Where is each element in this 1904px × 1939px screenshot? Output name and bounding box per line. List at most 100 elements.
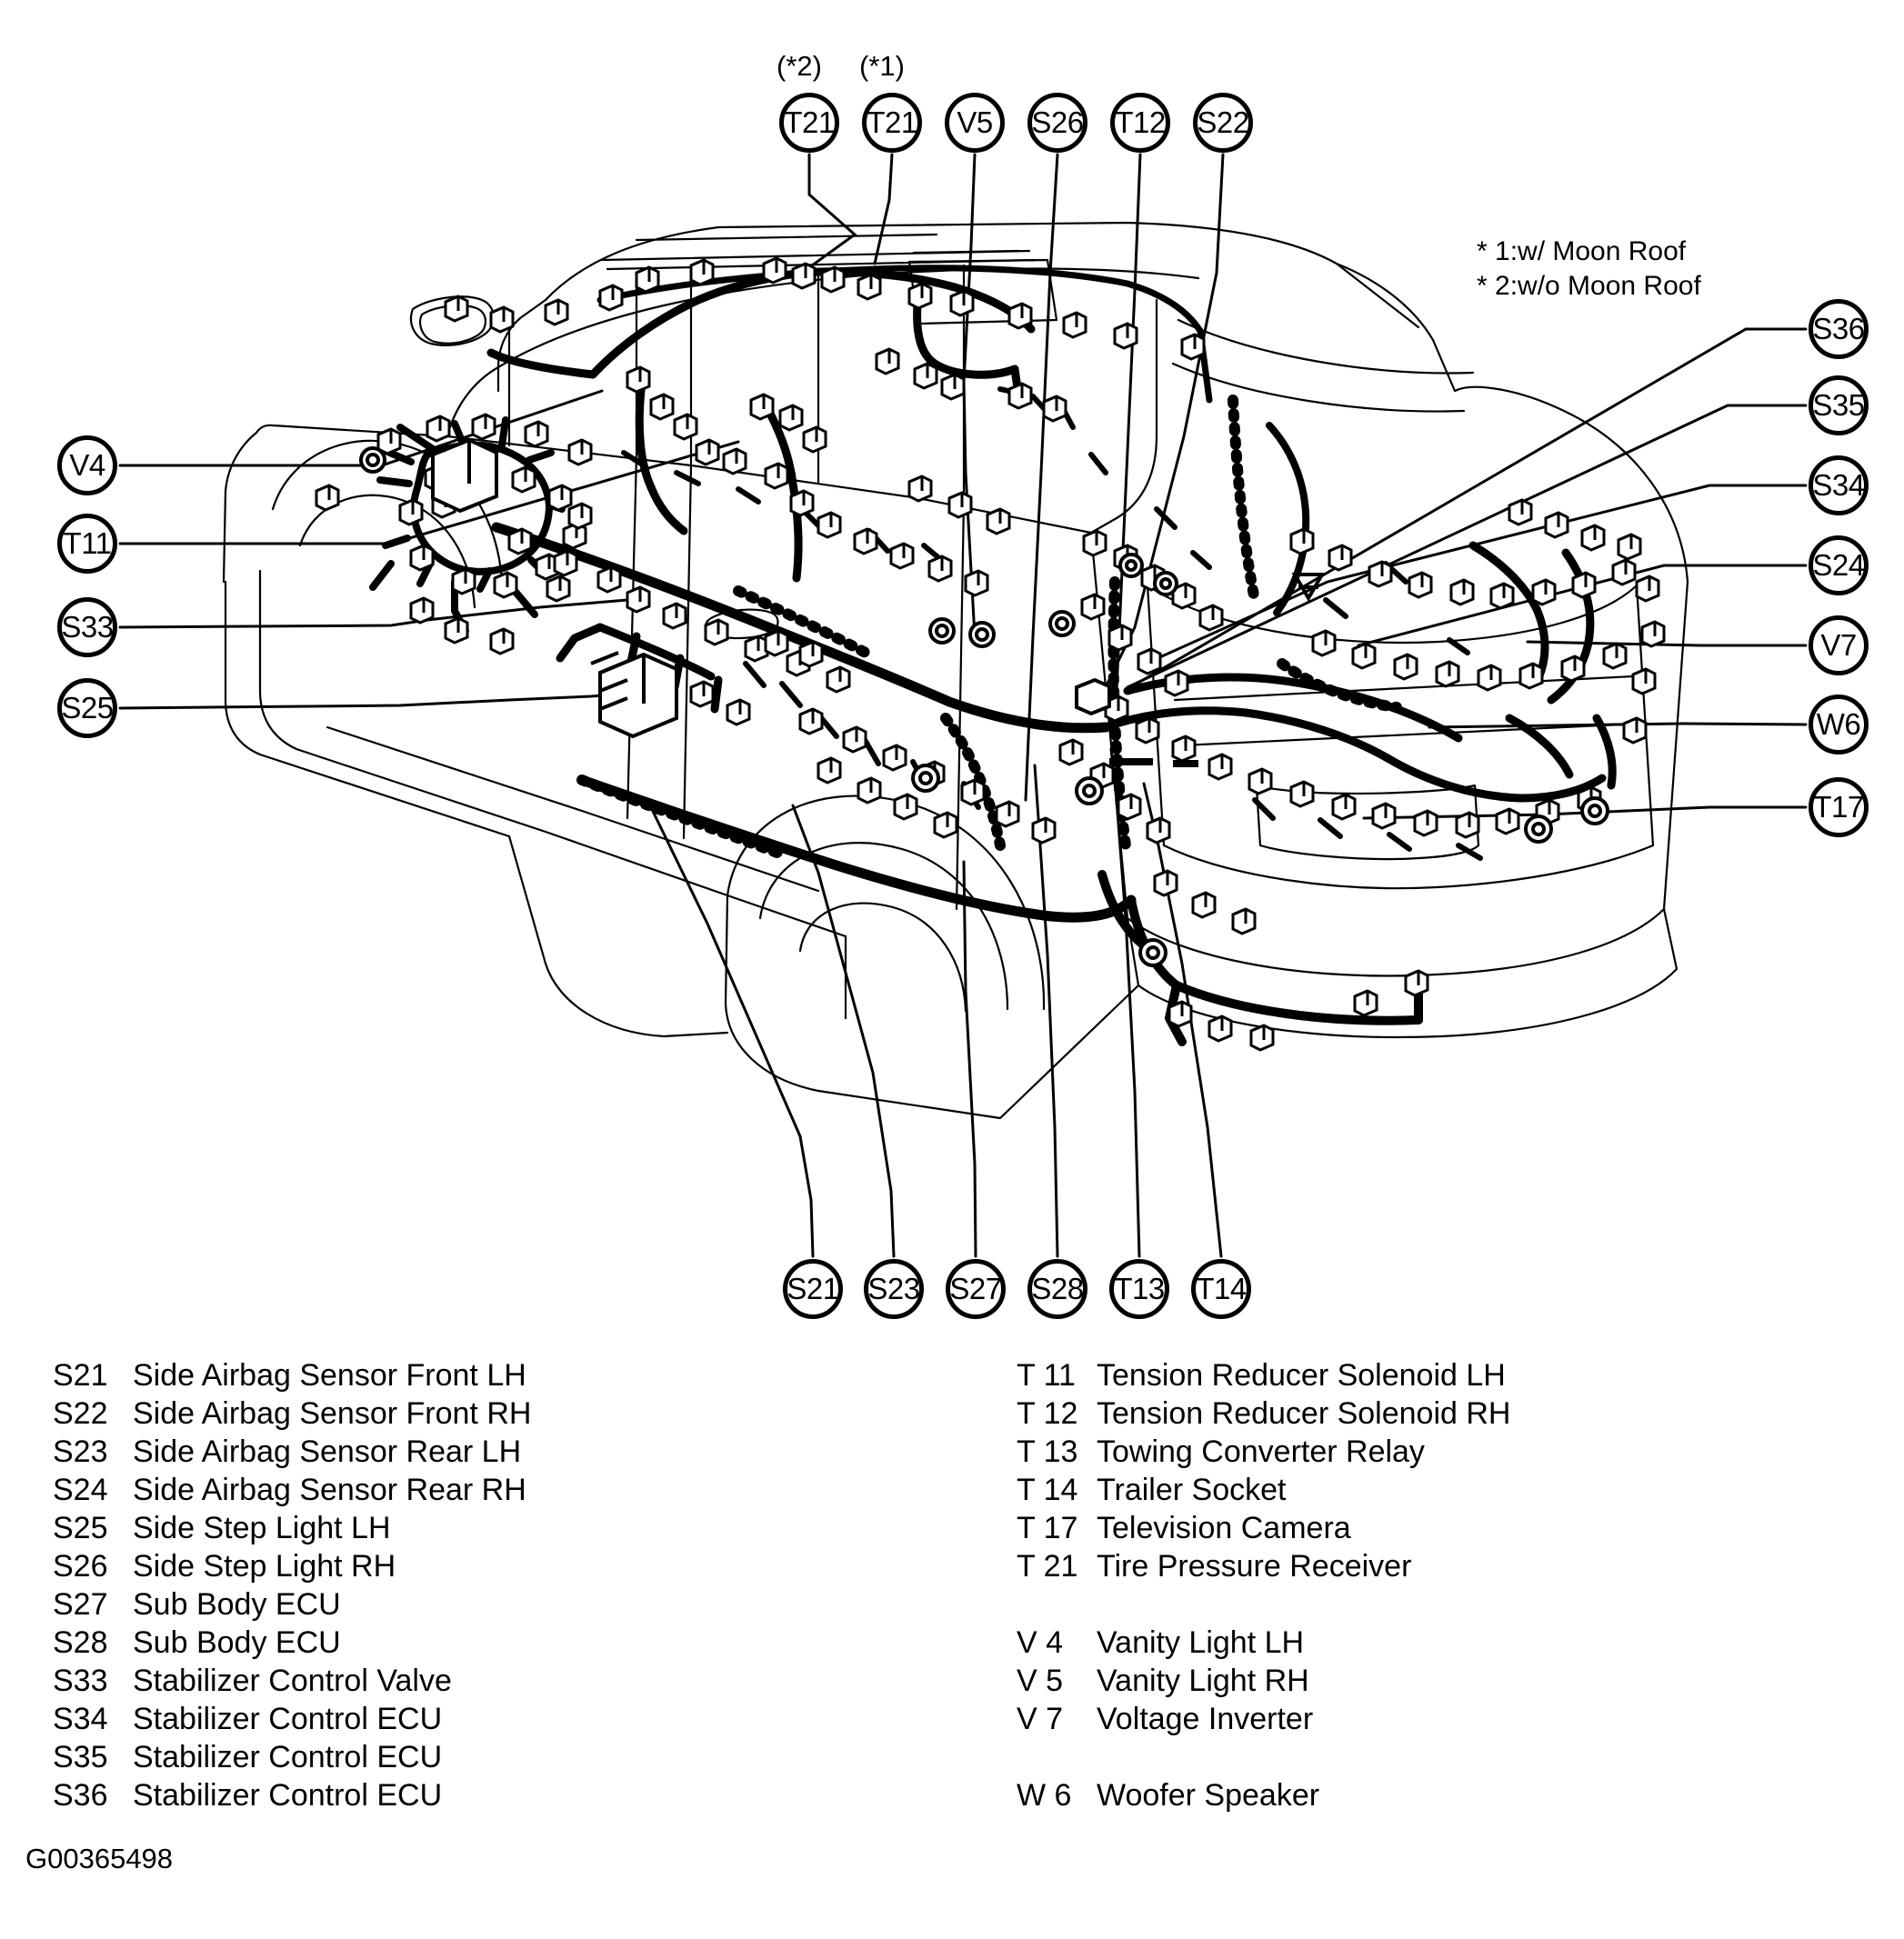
legend-code: T 11 [1017, 1358, 1076, 1393]
legend-row: S33 Stabilizer Control Valve [53, 1662, 798, 1700]
legend-row: T 17 Television Camera [1017, 1509, 1835, 1547]
legend-description: Trailer Socket [1097, 1473, 1287, 1507]
vehicle-illustration [118, 153, 1808, 1258]
callout-s35[interactable]: S35 [1809, 375, 1869, 435]
callout-t13[interactable]: T13 [1109, 1259, 1169, 1319]
legend-code: T 12 [1017, 1396, 1078, 1431]
legend-description: Stabilizer Control Valve [133, 1664, 452, 1698]
legend-description: Side Step Light LH [133, 1511, 391, 1545]
callout-s23[interactable]: S23 [864, 1259, 924, 1319]
callout-label: T21 [784, 105, 835, 139]
callout-t11[interactable]: T11 [57, 514, 117, 574]
callout-label: T14 [1196, 1271, 1247, 1305]
callout-s34[interactable]: S34 [1809, 455, 1869, 515]
legend-description: Side Airbag Sensor Front LH [133, 1358, 526, 1393]
callout-label: S25 [61, 690, 114, 725]
callout-s21[interactable]: S21 [783, 1259, 843, 1319]
ground-marks [1109, 758, 1198, 767]
legend-code: T 13 [1017, 1434, 1078, 1469]
legend-description: Stabilizer Control ECU [133, 1778, 443, 1813]
legend-column-right: T 11 Tension Reducer Solenoid LH T 12 Tensi… [1017, 1356, 1835, 1814]
callout-label: T11 [63, 525, 112, 560]
legend-description: Vanity Light LH [1097, 1625, 1305, 1660]
callout-label: T12 [1115, 105, 1166, 139]
callout-v4[interactable]: V4 [57, 435, 117, 495]
callout-label: V4 [69, 447, 105, 482]
callout-s24[interactable]: S24 [1809, 535, 1869, 595]
callout-label: S23 [867, 1271, 920, 1305]
callout-label: S34 [1812, 467, 1865, 502]
callout-label: T13 [1114, 1271, 1165, 1305]
legend-description: Sub Body ECU [133, 1625, 341, 1660]
callout-t14[interactable]: T14 [1191, 1259, 1251, 1319]
legend-description: Woofer Speaker [1097, 1778, 1320, 1813]
wiring-harness [369, 265, 1617, 1046]
callout-t12[interactable]: T12 [1110, 93, 1170, 153]
callout-label: T17 [1813, 789, 1864, 824]
callout-label: W6 [1816, 706, 1861, 741]
legend-code: S21 [53, 1358, 108, 1393]
callout-label: S21 [787, 1271, 839, 1305]
legend-code: S27 [53, 1587, 108, 1622]
legend-description: Side Airbag Sensor Front RH [133, 1396, 532, 1431]
legend-description: Side Airbag Sensor Rear RH [133, 1473, 526, 1507]
moon-roof-note-line2: * 2:w/o Moon Roof [1477, 271, 1701, 301]
legend-description: Tire Pressure Receiver [1097, 1549, 1412, 1584]
callout-s26[interactable]: S26 [1027, 93, 1087, 153]
legend-code: S22 [53, 1396, 108, 1431]
callout-s36[interactable]: S36 [1809, 299, 1869, 359]
junction-boxes [431, 437, 1111, 739]
vehicle-harness-diagram: * 1:w/ Moon Roof * 2:w/o Moon Roof T21 (*… [57, 50, 1869, 1319]
callout-label: S28 [1031, 1271, 1084, 1305]
callout-label: S22 [1197, 105, 1249, 139]
callout-label: S26 [1031, 105, 1084, 139]
callout-s33[interactable]: S33 [57, 597, 117, 657]
moon-roof-note-line1: * 1:w/ Moon Roof [1477, 236, 1687, 266]
legend-code: S26 [53, 1549, 108, 1584]
legend-row: S36 Stabilizer Control ECU [53, 1776, 798, 1814]
legend-row: V 4 Vanity Light LH [1017, 1624, 1835, 1662]
legend-row: T 21 Tire Pressure Receiver [1017, 1547, 1835, 1585]
legend-code: S34 [53, 1702, 108, 1736]
callout-label: S27 [949, 1271, 1002, 1305]
moon-roof-note: * 1:w/ Moon Roof * 2:w/o Moon Roof [1477, 235, 1701, 304]
callout-v5[interactable]: V5 [945, 93, 1005, 153]
legend-code: S33 [53, 1664, 108, 1698]
legend-description: Tension Reducer Solenoid LH [1097, 1358, 1506, 1393]
legend-description: Television Camera [1097, 1511, 1351, 1545]
legend-code: V 4 [1017, 1625, 1064, 1660]
legend-code: T 17 [1017, 1511, 1078, 1545]
legend-code: S25 [53, 1511, 108, 1545]
callout-s27[interactable]: S27 [946, 1259, 1006, 1319]
callout-s22[interactable]: S22 [1193, 93, 1253, 153]
legend-code: S23 [53, 1434, 108, 1469]
legend-code: V 7 [1017, 1702, 1064, 1736]
callout-v7[interactable]: V7 [1809, 615, 1869, 675]
legend-row: S22 Side Airbag Sensor Front RH [53, 1394, 798, 1433]
legend-code: S36 [53, 1778, 108, 1813]
callout-t21-1[interactable]: T21 [862, 93, 922, 153]
callout-s28[interactable]: S28 [1027, 1259, 1087, 1319]
legend-code: T 21 [1017, 1549, 1078, 1584]
callout-label: S35 [1812, 387, 1865, 422]
callout-footnote-t21-1: (*1) [859, 50, 905, 82]
callout-label: S24 [1812, 547, 1865, 582]
callout-w6[interactable]: W6 [1809, 695, 1869, 755]
legend-description: Tension Reducer Solenoid RH [1097, 1396, 1511, 1431]
legend-description: Side Step Light RH [133, 1549, 396, 1584]
legend-code: S28 [53, 1625, 108, 1660]
callout-s25[interactable]: S25 [57, 678, 117, 738]
callout-t21-2[interactable]: T21 [779, 93, 839, 153]
callout-t17[interactable]: T17 [1809, 777, 1869, 837]
